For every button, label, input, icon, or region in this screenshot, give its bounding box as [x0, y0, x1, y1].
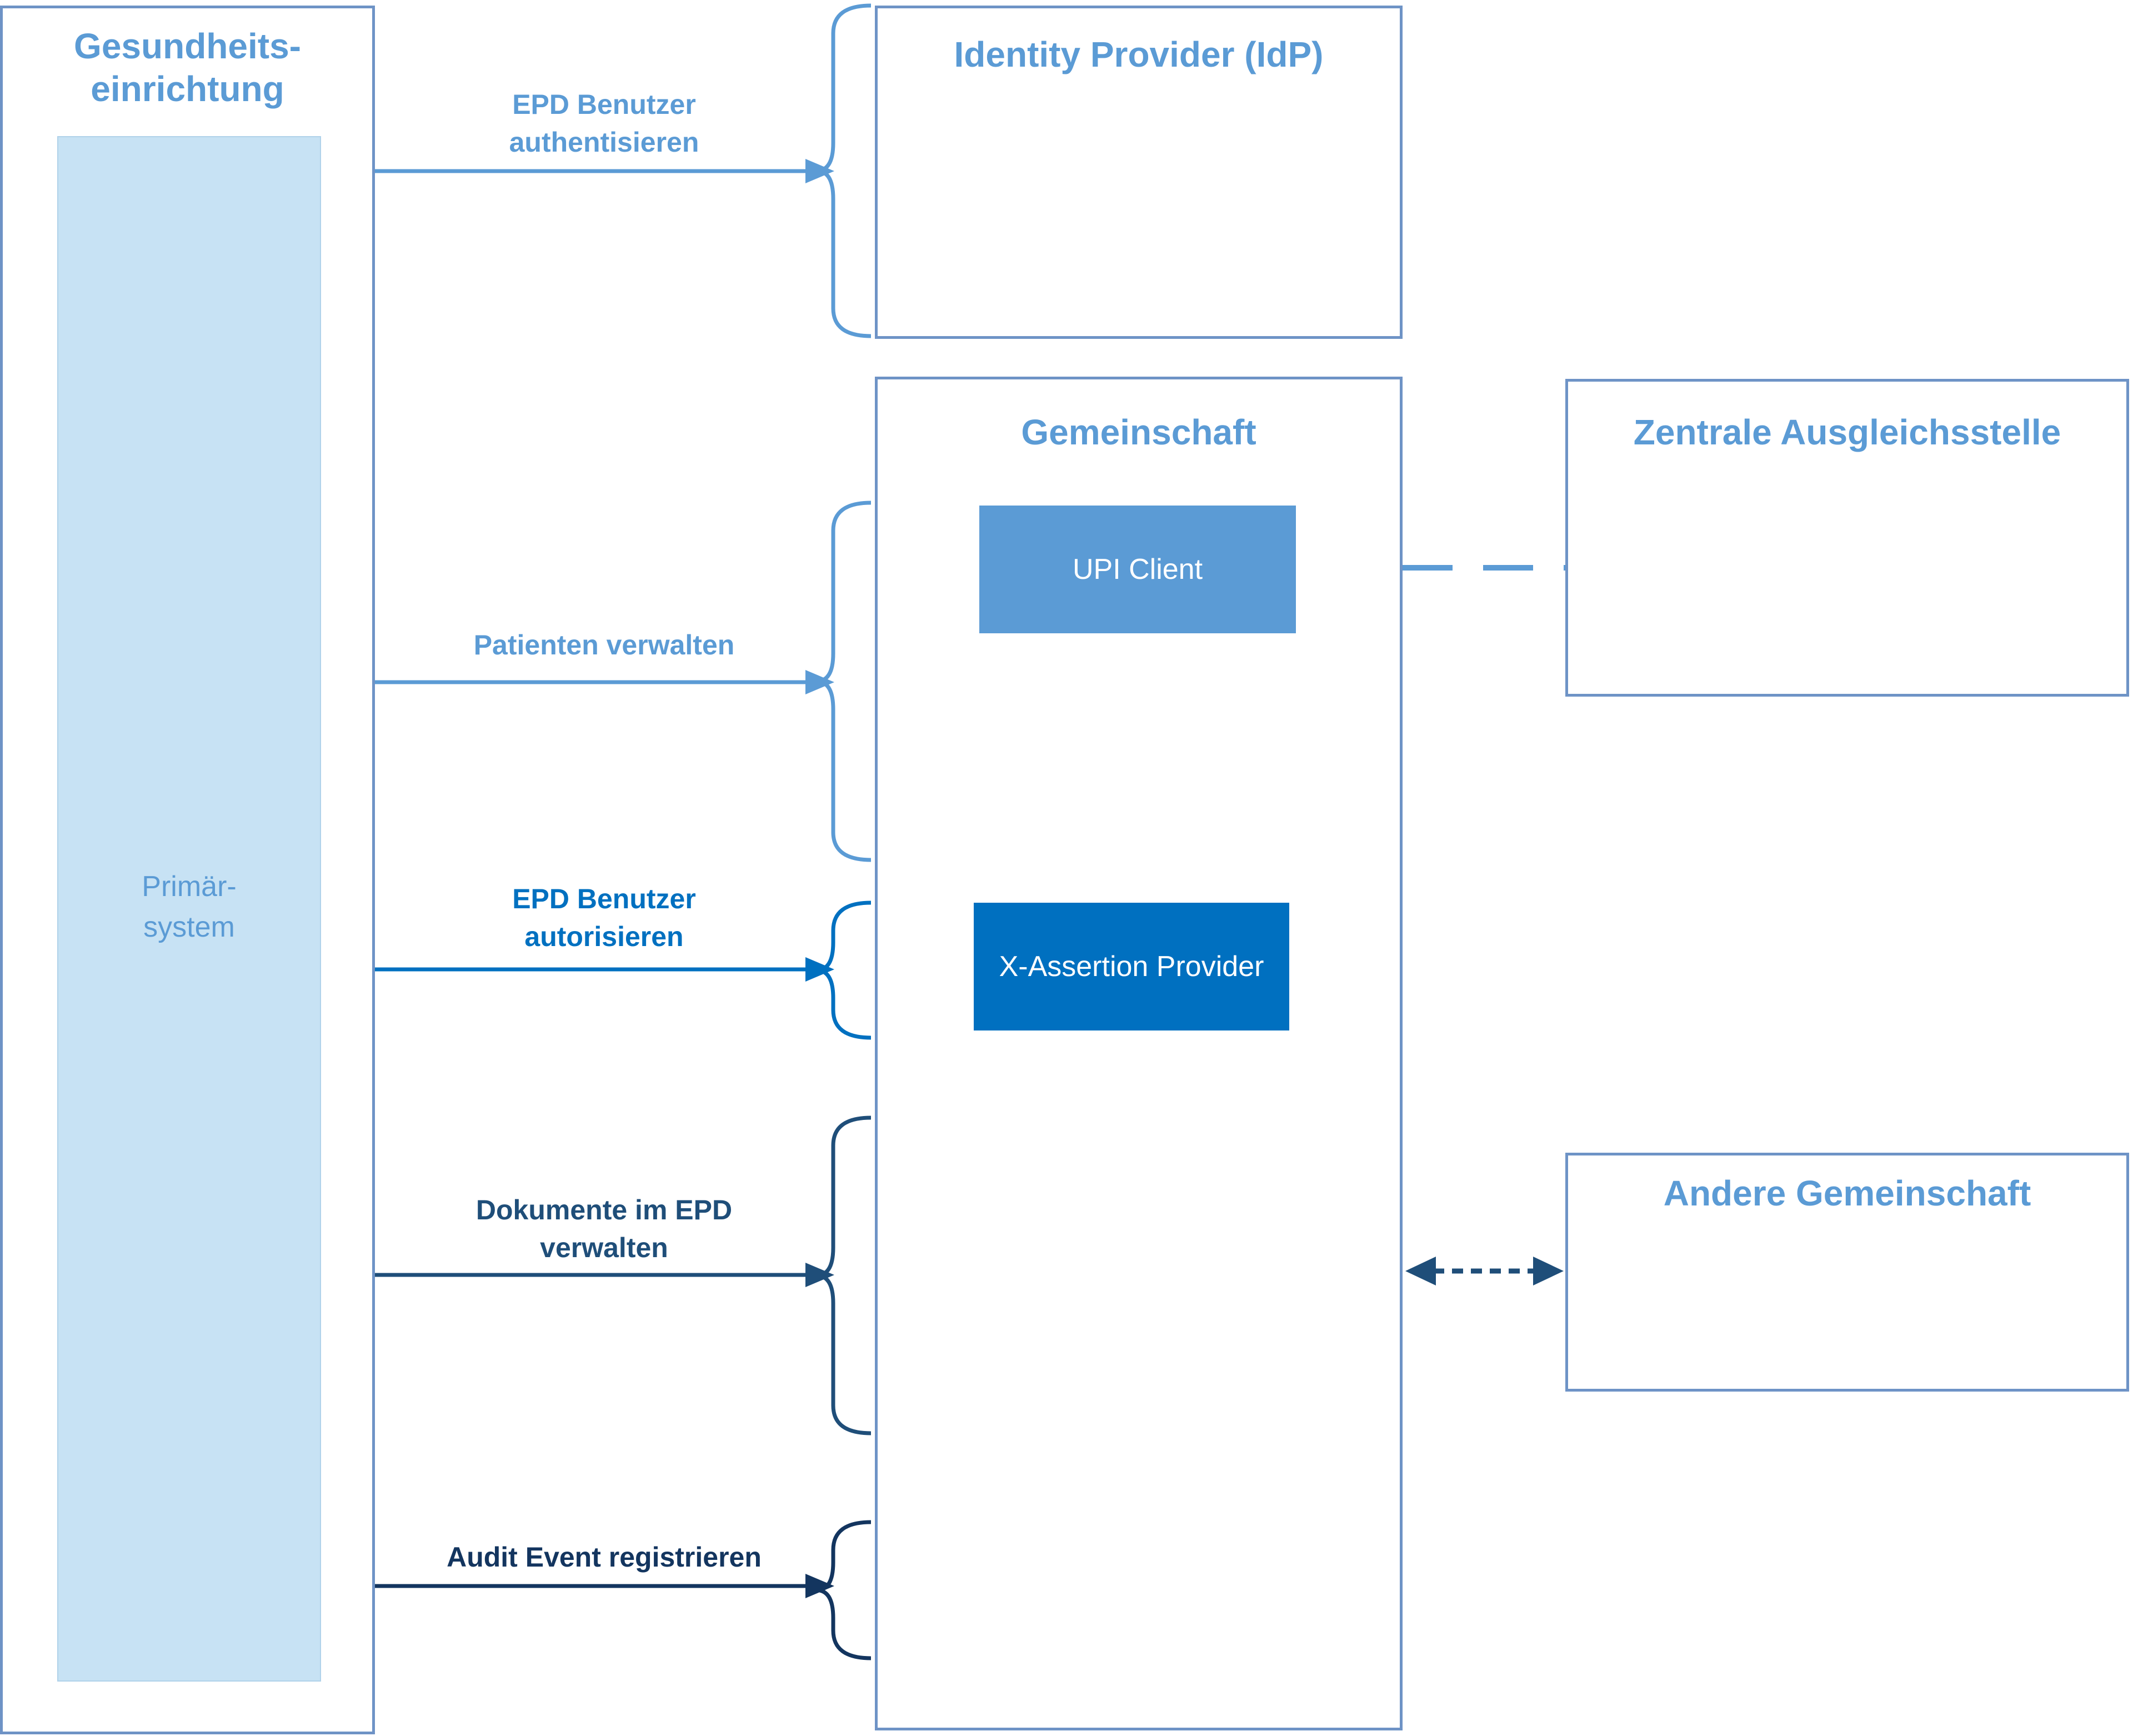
other-community-title: Andere Gemeinschaft — [1663, 1173, 2031, 1213]
central-frame — [1565, 379, 2129, 697]
upi-client-box: UPI Client — [979, 506, 1296, 633]
edge-audit-label: Audit Event registrieren — [447, 1542, 762, 1573]
audit-db-sub: (Audit Logs) — [1079, 1639, 1178, 1660]
idp-db-title: Benutzerdatenbank — [1018, 152, 1269, 184]
idp-db-sub: (E-ID, Demographische Daten der EPR Benu… — [1019, 193, 1268, 297]
edge-authorize-label: EPD Benutzer autorisieren — [512, 883, 696, 952]
repository-db-sub: (im EPD publizierte Dokumente) — [1002, 1399, 1264, 1419]
registry-db-title: Document Registry — [1009, 1141, 1256, 1173]
edge-auth-label: EPD Benutzer authentisieren — [509, 89, 699, 158]
edge-patients-arrowhead — [805, 670, 834, 694]
mpi-db-title: Master Patient Index — [1002, 738, 1267, 771]
edge-auth-arrowhead — [805, 159, 834, 183]
other-community-frame — [1565, 1153, 2129, 1392]
primary-system-panel — [57, 136, 321, 1682]
upi-db-sub: (AHVN13, EPR-SPID, Demographische Daten) — [1748, 601, 1947, 649]
edge-authorize-arrowhead — [805, 957, 834, 982]
registry-db-sub: (Metadaten der im EPD publizierten Dokum… — [1033, 1182, 1232, 1230]
xassertion-box: X-Assertion Provider — [974, 903, 1289, 1030]
edge-documents-label: Dokumente im EPD verwalten — [475, 1194, 733, 1263]
bracket-audit — [816, 1520, 872, 1660]
central-title: Zentrale Ausgleichsstelle — [1633, 412, 2061, 452]
primary-system-label: Primär- system — [142, 870, 237, 943]
community-title: Gemeinschaft — [1021, 412, 1256, 452]
repository-db-title: Document Repository — [994, 1349, 1271, 1382]
other-link-arrowhead-right — [1533, 1257, 1564, 1285]
edge-audit-arrowhead — [805, 1574, 834, 1598]
audit-db-title: Audit Record Repository — [1045, 1551, 1213, 1621]
idp-title: Identity Provider (IdP) — [954, 34, 1324, 74]
other-link-arrowhead-left — [1405, 1257, 1436, 1285]
mpi-db-sub: (EPR-SPID, MPI-PID, Local PID) — [1000, 780, 1269, 801]
facility-title: Gesundheits- einrichtung — [74, 26, 301, 109]
edge-documents-arrowhead — [805, 1263, 834, 1287]
idp-frame — [875, 6, 1403, 339]
upi-db-title: Nationale Personen- datenbank (UPI) — [1716, 522, 1980, 592]
edge-patients-label: Patienten verwalten — [473, 629, 735, 661]
